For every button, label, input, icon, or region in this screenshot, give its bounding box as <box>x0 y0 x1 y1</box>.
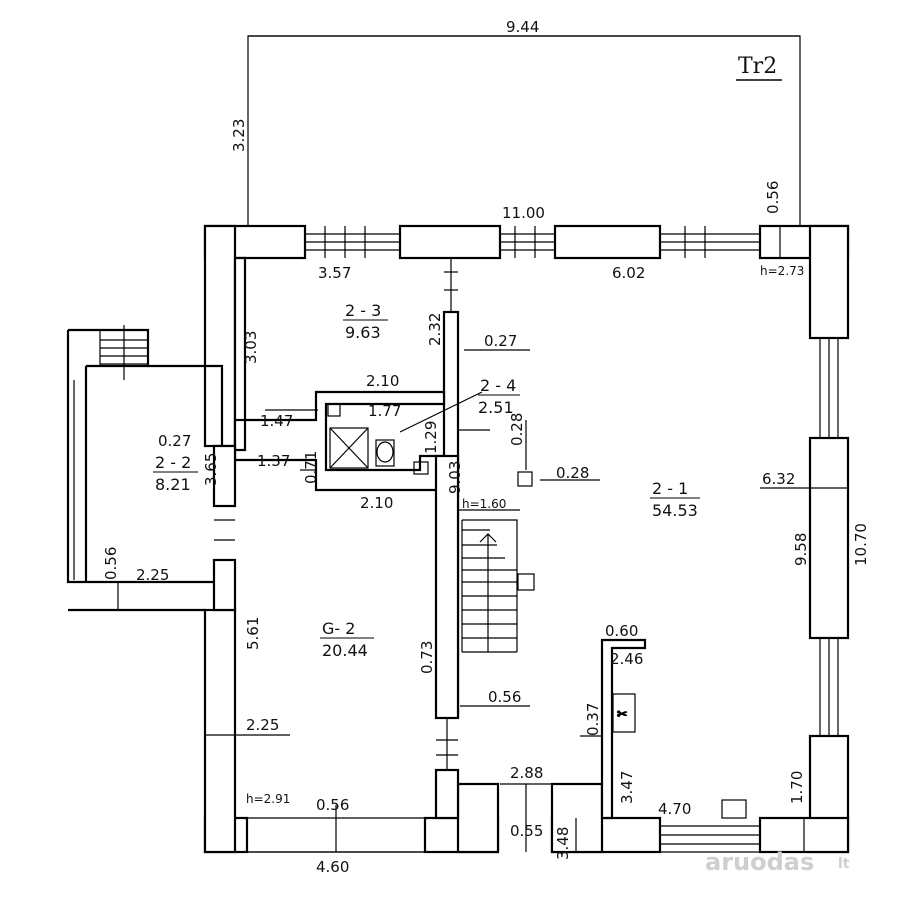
height-g-2: h=2.91 <box>246 792 290 806</box>
dim-label: 2.32 <box>426 313 444 346</box>
dim-label: 0.28 <box>556 464 589 482</box>
dim-label: 3.57 <box>318 264 351 282</box>
windows <box>247 226 839 853</box>
dim-label: 0.27 <box>158 432 191 450</box>
height-stairs: h=1.60 <box>462 497 506 511</box>
dim-label: 0.56 <box>316 796 349 814</box>
dim-label: 2.25 <box>246 716 279 734</box>
dim-label: 9.58 <box>792 533 810 566</box>
ceiling-heights: h=2.73 h=1.60 h=2.91 <box>246 264 804 806</box>
dim-label: 0.71 <box>302 451 320 484</box>
room-g-2-area: 20.44 <box>322 641 368 660</box>
exterior-walls <box>203 224 850 854</box>
dim-label: 1.37 <box>257 452 290 470</box>
dim-label: 3.03 <box>242 331 260 364</box>
watermark-suffix: lt <box>838 856 850 872</box>
dim-label: 4.70 <box>658 800 691 818</box>
dim-label: 1.29 <box>422 421 440 454</box>
dim-label: 0.27 <box>484 332 517 350</box>
dim-label: 3.47 <box>618 771 636 804</box>
dim-label: 1.47 <box>260 412 293 430</box>
room-2-3-area: 9.63 <box>345 323 381 342</box>
room-2-4-area: 2.51 <box>478 398 514 417</box>
svg-text:✂: ✂ <box>617 707 627 721</box>
dim-label: 2.46 <box>610 650 643 668</box>
dim-label: 11.00 <box>502 204 545 222</box>
dim-label: 9.03 <box>446 461 464 494</box>
dim-label: 3.48 <box>554 827 572 860</box>
dim-label: 2.25 <box>136 566 169 584</box>
room-2-2-area: 8.21 <box>155 475 191 494</box>
room-2-1-name: 2 - 1 <box>652 479 688 498</box>
room-g-2-name: G- 2 <box>322 619 355 638</box>
dim-label: 6.32 <box>762 470 795 488</box>
dim-label: 0.60 <box>605 622 638 640</box>
dim-label: 0.56 <box>764 181 782 214</box>
dim-label: 6.02 <box>612 264 645 282</box>
dim-label: 0.56 <box>488 688 521 706</box>
annex <box>66 325 237 612</box>
height-2-1: h=2.73 <box>760 264 804 278</box>
room-2-2-name: 2 - 2 <box>155 453 191 472</box>
dim-label: 0.28 <box>508 413 526 446</box>
dim-label: 9.44 <box>506 18 539 36</box>
dim-label: 1.77 <box>368 402 401 420</box>
dim-label: 2.10 <box>366 372 399 390</box>
dim-label: 0.56 <box>102 547 120 580</box>
interior-walls <box>233 256 647 820</box>
room-2-1-area: 54.53 <box>652 501 698 520</box>
dim-label: 2.88 <box>510 764 543 782</box>
watermark: aruodas lt <box>705 848 850 876</box>
bathroom-fixtures <box>327 403 429 475</box>
dim-label: 0.37 <box>584 703 602 736</box>
watermark-text: aruodas <box>705 848 814 876</box>
dim-label: 10.70 <box>852 523 870 566</box>
sheet-title: Tr2 <box>738 54 777 79</box>
dim-label: 4.60 <box>316 858 349 876</box>
dim-label: 3.65 <box>202 453 220 486</box>
dim-label: 0.73 <box>418 641 436 674</box>
dim-label: 3.23 <box>230 119 248 152</box>
dimension-labels: 9.44 3.23 0.56 11.00 3.57 6.02 2.32 0.27… <box>102 18 870 876</box>
dim-label: 2.10 <box>360 494 393 512</box>
dimension-lines <box>117 226 848 853</box>
terrace-outline <box>247 35 801 226</box>
dim-label: 0.55 <box>510 822 543 840</box>
sheet-label: Tr2 <box>736 54 782 81</box>
dim-label: 1.70 <box>788 771 806 804</box>
kitchen-appliances: ✂ <box>612 693 747 819</box>
room-labels: 2 - 3 9.63 2 - 4 2.51 2 - 2 8.21 2 - 1 5… <box>153 301 700 660</box>
staircase <box>461 519 535 653</box>
room-2-4-name: 2 - 4 <box>480 376 516 395</box>
room-2-3-name: 2 - 3 <box>345 301 381 320</box>
column <box>517 471 533 487</box>
dim-label: 5.61 <box>244 617 262 650</box>
